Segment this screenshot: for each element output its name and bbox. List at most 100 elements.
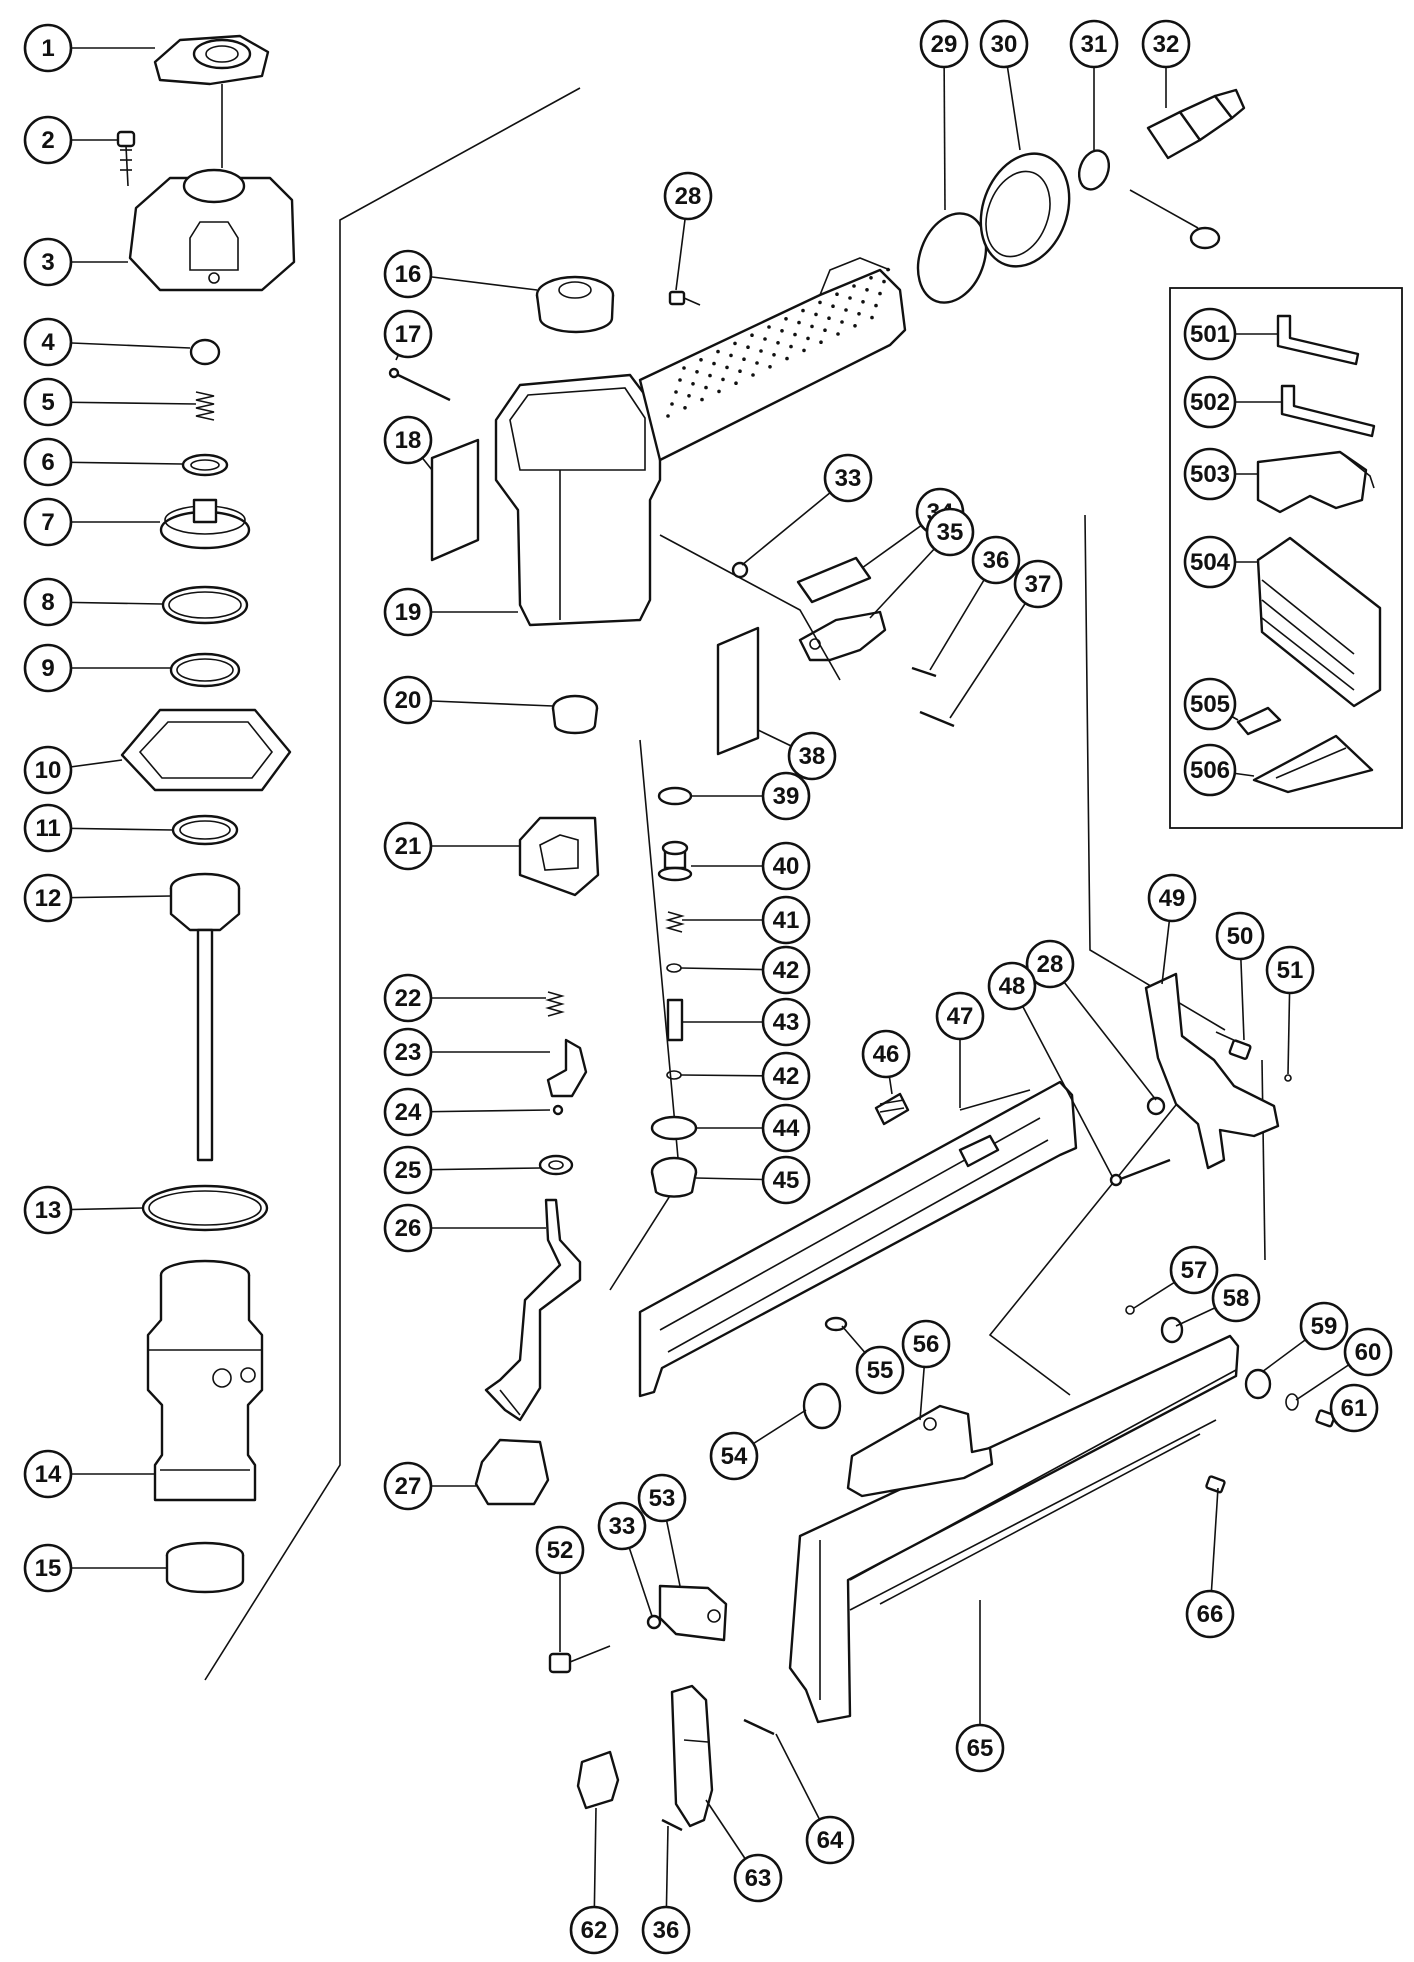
- callout-52: 52: [535, 1525, 585, 1575]
- magazine-47: [638, 1080, 1078, 1398]
- callout-label-42b: 42: [773, 1063, 800, 1090]
- o-ring-42b: [666, 1070, 682, 1080]
- grip-dot: [853, 324, 857, 328]
- callout-42a: 42: [761, 945, 811, 995]
- callout-label-505: 505: [1190, 691, 1230, 718]
- callout-31: 31: [1069, 19, 1119, 69]
- callout-2: 2: [23, 115, 73, 165]
- callout-15: 15: [23, 1543, 73, 1593]
- valve-bushing-45: [650, 1156, 698, 1198]
- sheet-506: [1252, 734, 1374, 794]
- grip-dot: [818, 300, 822, 305]
- callout-label-9: 9: [41, 655, 54, 682]
- callout-59: 59: [1299, 1301, 1349, 1351]
- grip-dot: [755, 361, 759, 365]
- o-ring-42a: [666, 963, 682, 973]
- callout-label-7: 7: [41, 509, 54, 536]
- o-ring-29: [916, 212, 988, 304]
- end-cap-30: [979, 152, 1071, 268]
- grip-dot: [772, 353, 776, 357]
- grip-dot: [733, 341, 737, 346]
- grip-dot: [870, 315, 874, 320]
- callout-label-57: 57: [1181, 1257, 1208, 1284]
- screw-61: [1315, 1409, 1336, 1428]
- leader-5: [47, 401, 197, 405]
- grip-dot: [886, 267, 890, 272]
- callout-504: 504: [1183, 535, 1237, 589]
- grip-dot: [814, 312, 818, 317]
- grip-dot: [683, 406, 687, 410]
- exhaust-cover-16: [535, 275, 615, 334]
- stopper-21: [518, 816, 600, 897]
- callout-44: 44: [761, 1103, 811, 1153]
- screw-28a: [668, 290, 701, 306]
- callout-label-53: 53: [649, 1485, 676, 1512]
- callouts: 1234567891011121314151617181920212223242…: [23, 19, 1393, 1955]
- bracket-49: [1144, 972, 1280, 1170]
- grip-dot: [742, 357, 746, 362]
- washer-60: [1285, 1393, 1299, 1411]
- grip-dot: [801, 308, 805, 313]
- callout-label-35: 35: [937, 519, 964, 546]
- screw-2: [116, 130, 136, 187]
- callout-label-27: 27: [395, 1473, 422, 1500]
- grip-dot: [785, 356, 789, 361]
- hex-wrench-501: [1276, 314, 1360, 366]
- callout-65: 65: [955, 1723, 1005, 1773]
- grip-dot: [734, 381, 738, 386]
- grip-dot: [806, 336, 810, 341]
- callout-9: 9: [23, 643, 73, 693]
- callout-19: 19: [383, 587, 433, 637]
- callout-label-12: 12: [35, 885, 62, 912]
- callout-label-64: 64: [817, 1827, 844, 1854]
- callout-label-19: 19: [395, 599, 422, 626]
- callout-4: 4: [23, 317, 73, 367]
- callout-label-31: 31: [1081, 31, 1108, 58]
- callout-label-46: 46: [873, 1041, 900, 1068]
- leader-29: [943, 43, 946, 211]
- callout-29: 29: [919, 19, 969, 69]
- callout-505: 505: [1183, 677, 1237, 731]
- callout-label-47: 47: [947, 1003, 974, 1030]
- callout-label-65: 65: [967, 1735, 994, 1762]
- callout-label-24: 24: [395, 1099, 422, 1126]
- arm-23: [546, 1038, 588, 1098]
- grip-dot: [746, 345, 750, 350]
- callout-label-59: 59: [1311, 1313, 1338, 1340]
- callout-label-30: 30: [991, 31, 1018, 58]
- callout-label-26: 26: [395, 1215, 422, 1242]
- grip-dot: [763, 337, 767, 341]
- callout-37: 37: [1013, 559, 1063, 609]
- cap-1: [153, 34, 270, 86]
- callout-38: 38: [787, 731, 837, 781]
- body-19: [494, 373, 662, 627]
- grip-dot: [670, 402, 674, 406]
- cylinder-14: [146, 1259, 264, 1502]
- trigger-34: [796, 556, 872, 604]
- callout-label-43: 43: [773, 1009, 800, 1036]
- callout-label-37: 37: [1025, 571, 1052, 598]
- grip-dot: [802, 348, 806, 353]
- callout-41: 41: [761, 895, 811, 945]
- grip-dot: [882, 279, 886, 284]
- callout-63: 63: [733, 1853, 783, 1903]
- contact-arm-63: [670, 1684, 714, 1828]
- cylinder-cap-3: [128, 168, 296, 292]
- callout-label-61: 61: [1341, 1395, 1368, 1422]
- callout-label-28b: 28: [1037, 951, 1064, 978]
- callout-label-56: 56: [913, 1331, 940, 1358]
- callout-18: 18: [383, 415, 433, 465]
- bolt-52: [548, 1645, 611, 1674]
- callout-label-10: 10: [35, 757, 62, 784]
- callout-label-42a: 42: [773, 957, 800, 984]
- spring-46: [874, 1092, 910, 1126]
- trigger-arm-35: [798, 610, 887, 662]
- contact-arm-26: [484, 1198, 582, 1422]
- o-ring-11: [171, 814, 239, 846]
- callout-46: 46: [861, 1029, 911, 1079]
- callout-label-3: 3: [41, 249, 54, 276]
- callout-20: 20: [383, 675, 433, 725]
- callout-label-36b: 36: [653, 1917, 680, 1944]
- bushing-59: [1244, 1368, 1272, 1400]
